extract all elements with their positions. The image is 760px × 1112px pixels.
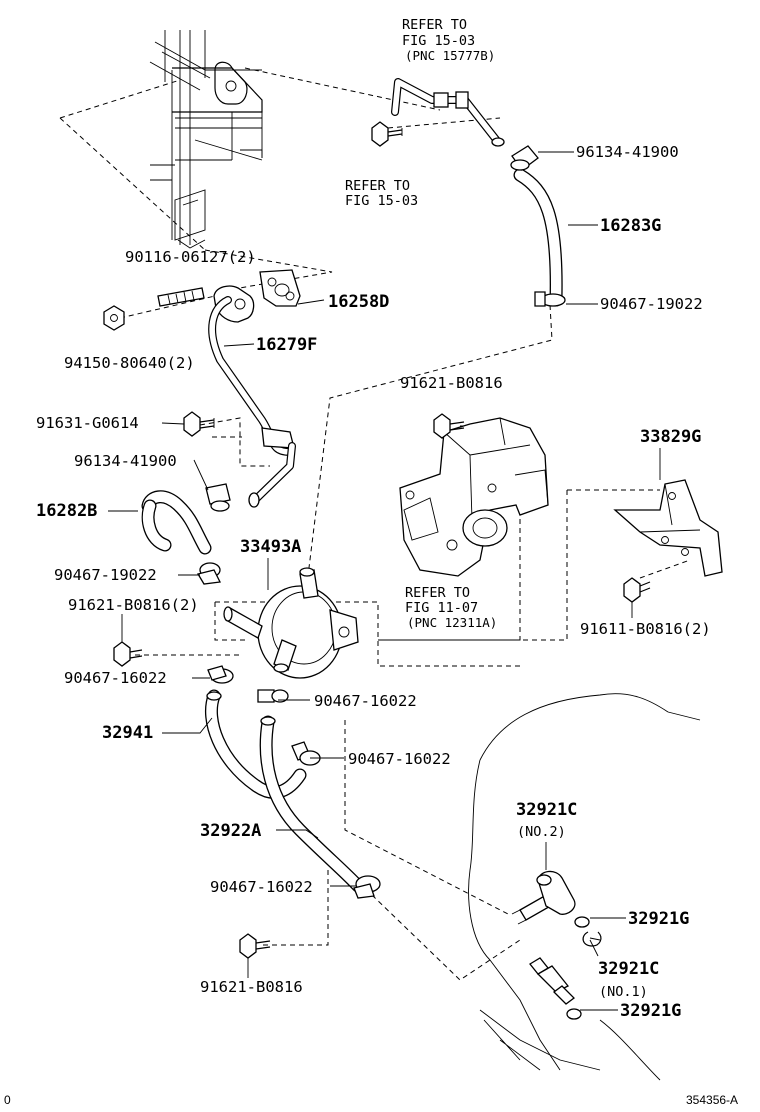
pipe-15777b [391,78,505,147]
label-96134-41900-mid: 96134-41900 [74,452,177,470]
label-90467-19022-top: 90467-19022 [600,295,703,313]
pipe-16279f [208,285,296,508]
label-32941: 32941 [102,723,153,743]
sensor-32921c-no2 [511,870,576,925]
hose-32922a [259,715,365,893]
clip-drawing [582,931,602,947]
label-32921c-no1: 32921C [598,959,659,979]
ref-text-line: (PNC 12311A) [407,615,497,630]
label-33493a: 33493A [240,537,301,557]
nut-94150 [103,305,125,331]
footer-left: 0 [4,1093,11,1107]
bolt-refer-15-03 [371,121,403,147]
clamp-90467-16022-b [257,689,289,703]
stud-90116 [157,287,205,307]
bolt-91621-b0816-mid [433,413,465,439]
hose-32941 [204,689,307,799]
ref-text-line: REFER TO [345,178,410,194]
hose-16283g [513,168,563,307]
label-no1: (NO.1) [599,984,648,1000]
label-16258d: 16258D [328,292,389,312]
label-91621-b0816-mid: 91621-B0816 [400,374,503,392]
label-90116-06127: 90116-06127(2) [125,248,256,266]
clamp-90467-16022-d [353,875,381,899]
ref-text-line: FIG 15-03 [345,193,418,209]
label-leaders [108,151,661,1011]
label-90467-16022-a: 90467-16022 [64,669,167,687]
ref-text-line: FIG 11-07 [405,600,478,616]
transmission-housing [468,693,701,1081]
hose-16282b [141,490,212,555]
label-32922a: 32922A [200,821,261,841]
oring-32921g-a [574,916,590,928]
clamp-90467-16022-a [207,665,234,684]
reference-fig-15-03-pnc: REFER TO FIG 15-03 (PNC 15777B) [402,17,495,63]
bracket-12311a [399,417,549,577]
bolt-91621-b0816-2 [113,641,143,667]
clamp-96134-41900-mid [205,483,231,512]
gasket-16258d [259,269,301,307]
engine-block-drawing [149,30,263,249]
bolt-91611 [623,577,651,603]
reservoir-33493a [223,567,359,679]
label-33829g: 33829G [640,427,701,447]
bracket-33829g [613,479,723,577]
label-96134-41900-top: 96134-41900 [576,143,679,161]
label-91631-g0614: 91631-G0614 [36,414,139,432]
oring-32921g-b [566,1008,582,1020]
label-16282b: 16282B [36,501,97,521]
ref-text-line: (PNC 15777B) [405,48,495,63]
bolt-91631 [183,411,215,437]
ref-text-line: REFER TO [402,17,467,33]
clamp-96134-41900-top [510,145,539,171]
label-91621-b0816-2: 91621-B0816(2) [68,596,199,614]
label-16283g: 16283G [600,216,661,236]
label-94150-80640: 94150-80640(2) [64,354,195,372]
label-32921g-b: 32921G [620,1001,681,1021]
clamp-90467-19022-mid [196,562,221,585]
ref-text-line: REFER TO [405,585,470,601]
label-90467-16022-c: 90467-16022 [348,750,451,768]
footer-right: 354356-A [686,1093,738,1107]
label-90467-19022-mid: 90467-19022 [54,566,157,584]
sensor-32921c-no1 [529,957,575,1005]
label-no2: (NO.2) [517,824,566,840]
bolt-91621-b0816-bot [239,933,271,959]
reference-fig-11-07: REFER TO FIG 11-07 (PNC 12311A) [405,585,497,630]
label-90467-16022-b: 90467-16022 [314,692,417,710]
clamp-90467-19022-top [534,291,566,307]
label-90467-16022-d: 90467-16022 [210,878,313,896]
label-16279f: 16279F [256,335,317,355]
reference-fig-15-03: REFER TO FIG 15-03 [345,178,418,209]
label-91621-b0816-bot: 91621-B0816 [200,978,303,996]
label-91611-b0816: 91611-B0816(2) [580,620,711,638]
clamp-90467-16022-c [291,741,321,766]
label-32921c-no2: 32921C [516,800,577,820]
ref-text-line: FIG 15-03 [402,33,475,49]
label-32921g-a: 32921G [628,909,689,929]
